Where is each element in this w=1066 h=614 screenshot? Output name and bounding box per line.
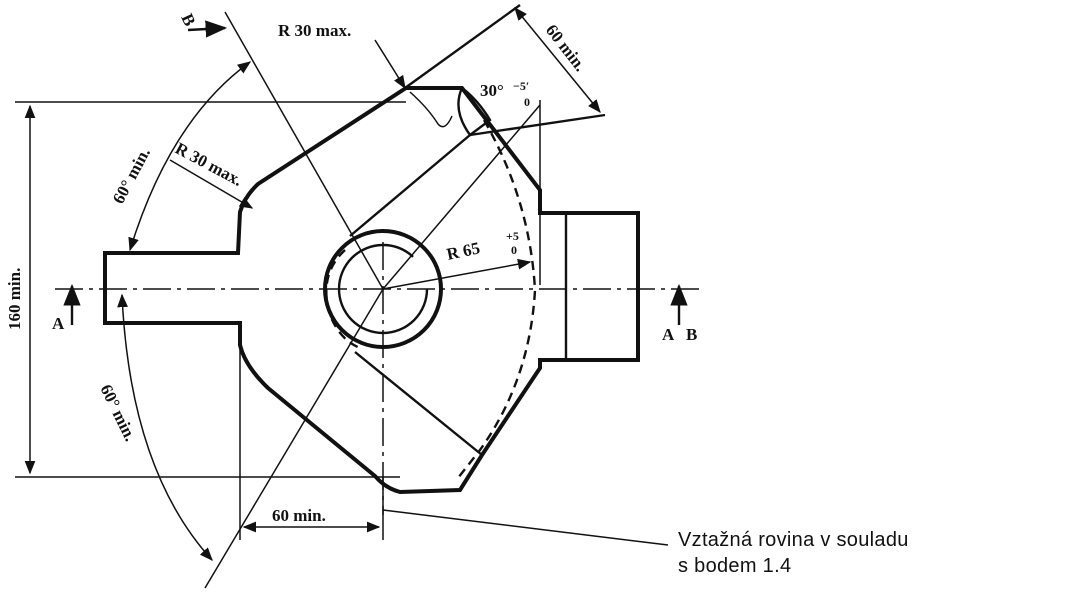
label-section-a-right: A <box>662 325 675 344</box>
hidden-bore <box>325 249 361 350</box>
section-b-arrow <box>187 20 228 38</box>
reference-plane-note: Vztažná rovina v souladu s bodem 1.4 <box>678 527 909 579</box>
arc-60-top <box>128 61 252 252</box>
label-r65-tol-low: 0 <box>511 243 517 257</box>
dim-60-right <box>514 6 601 114</box>
note-leader <box>382 509 669 546</box>
b-section-line <box>224 11 384 290</box>
r30-top-leader <box>374 39 406 90</box>
label-r30-top: R 30 max. <box>278 21 351 40</box>
hatched-area <box>409 86 492 137</box>
label-section-b-right: B <box>686 325 697 344</box>
label-section-b-top: B <box>177 11 199 29</box>
60deg-lower-line <box>204 288 384 589</box>
30deg-line <box>382 104 541 290</box>
bottom-inner-line <box>354 351 483 456</box>
top-inner-line <box>349 134 471 237</box>
label-30deg: 30° <box>480 81 504 100</box>
label-160: 160 min. <box>5 268 24 330</box>
r65-leader <box>382 258 532 290</box>
label-30deg-tol: −5′ <box>513 79 529 93</box>
bore-outer-circle <box>323 229 443 349</box>
label-60-bottom: 60 min. <box>272 506 326 525</box>
label-section-a-left: A <box>52 314 65 333</box>
r30-left-leader <box>169 159 254 209</box>
note-line-2: s bodem 1.4 <box>678 555 792 577</box>
arc-60-bottom <box>117 293 213 561</box>
upper-slope-ext <box>469 113 606 137</box>
hidden-contour <box>457 119 537 479</box>
note-line-1: Vztažná rovina v souladu <box>678 529 909 551</box>
label-60-right: 60 min. <box>542 21 590 75</box>
label-angle-top: 60° min. <box>109 144 154 206</box>
label-r65: R 65 <box>445 238 482 264</box>
label-30deg-tol-low: 0 <box>524 95 530 109</box>
bore-inner-circle <box>337 243 429 335</box>
upper-slope-line <box>404 4 521 89</box>
label-r65-tol-up: +5 <box>506 229 519 243</box>
